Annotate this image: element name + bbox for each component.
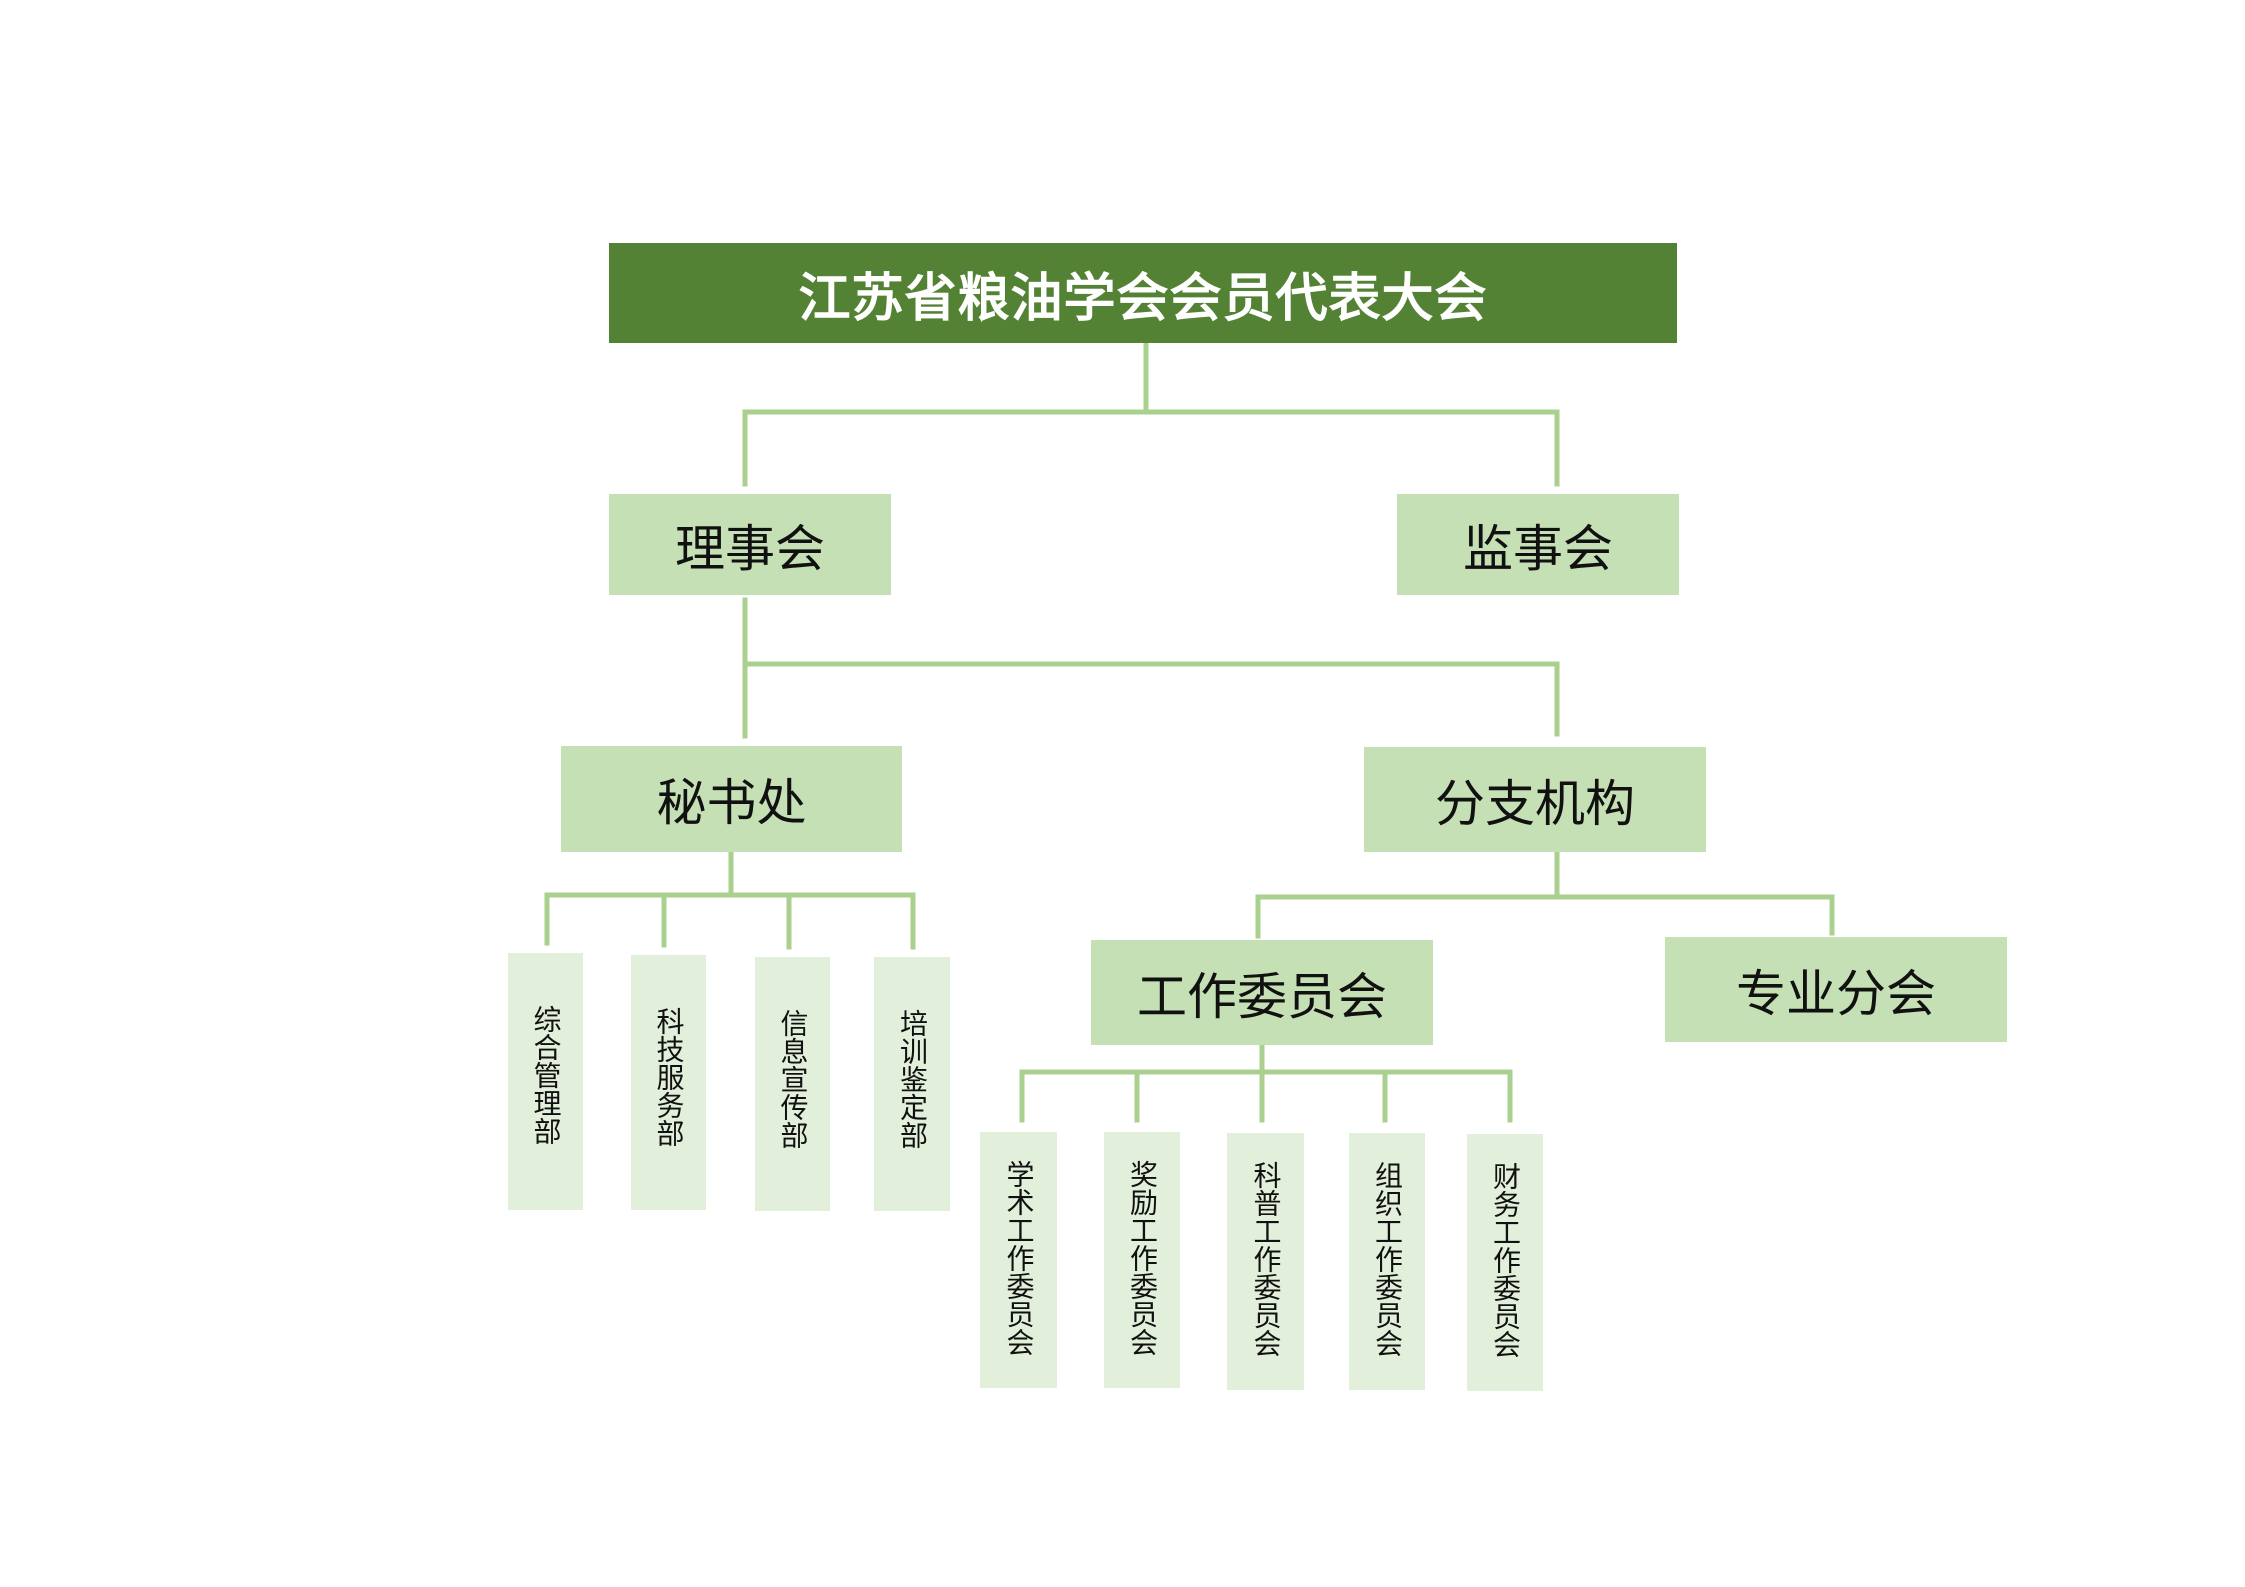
committee-label: 奖励工作委员会 xyxy=(1126,1160,1159,1356)
special-branches-node: 专业分会 xyxy=(1665,937,2007,1042)
committee-label: 学术工作委员会 xyxy=(1002,1160,1036,1356)
supervisory-node: 监事会 xyxy=(1397,494,1679,595)
supervisory-label: 监事会 xyxy=(1463,519,1613,578)
committee-box: 奖励工作委员会 xyxy=(1104,1132,1180,1388)
department-label: 信息宣传部 xyxy=(776,1009,810,1149)
committee-box: 财务工作委员会 xyxy=(1467,1134,1543,1391)
branches-node: 分支机构 xyxy=(1364,747,1706,852)
committee-box: 科普工作委员会 xyxy=(1227,1133,1304,1390)
special-branches-label: 专业分会 xyxy=(1736,964,1936,1023)
root-node: 江苏省粮油学会会员代表大会 xyxy=(609,243,1677,343)
committee-label: 科普工作委员会 xyxy=(1249,1161,1283,1357)
department-box: 综合管理部 xyxy=(508,953,583,1210)
department-label: 科技服务部 xyxy=(652,1007,686,1147)
committee-box: 组织工作委员会 xyxy=(1349,1133,1425,1390)
committee-label: 财务工作委员会 xyxy=(1489,1162,1522,1358)
branches-label: 分支机构 xyxy=(1435,774,1635,833)
department-box: 培训鉴定部 xyxy=(874,957,950,1211)
council-label: 理事会 xyxy=(675,519,825,578)
council-node: 理事会 xyxy=(609,494,891,595)
work-committees-node: 工作委员会 xyxy=(1091,940,1433,1045)
department-label: 综合管理部 xyxy=(529,1005,563,1145)
department-label: 培训鉴定部 xyxy=(896,1009,929,1149)
root-label: 江苏省粮油学会会员代表大会 xyxy=(798,268,1488,329)
department-box: 信息宣传部 xyxy=(755,957,830,1211)
committee-label: 组织工作委员会 xyxy=(1371,1161,1404,1357)
work-committees-label: 工作委员会 xyxy=(1137,967,1387,1026)
secretariat-node: 秘书处 xyxy=(561,746,902,852)
secretariat-label: 秘书处 xyxy=(656,774,807,832)
committee-box: 学术工作委员会 xyxy=(980,1132,1057,1388)
department-box: 科技服务部 xyxy=(631,955,706,1210)
